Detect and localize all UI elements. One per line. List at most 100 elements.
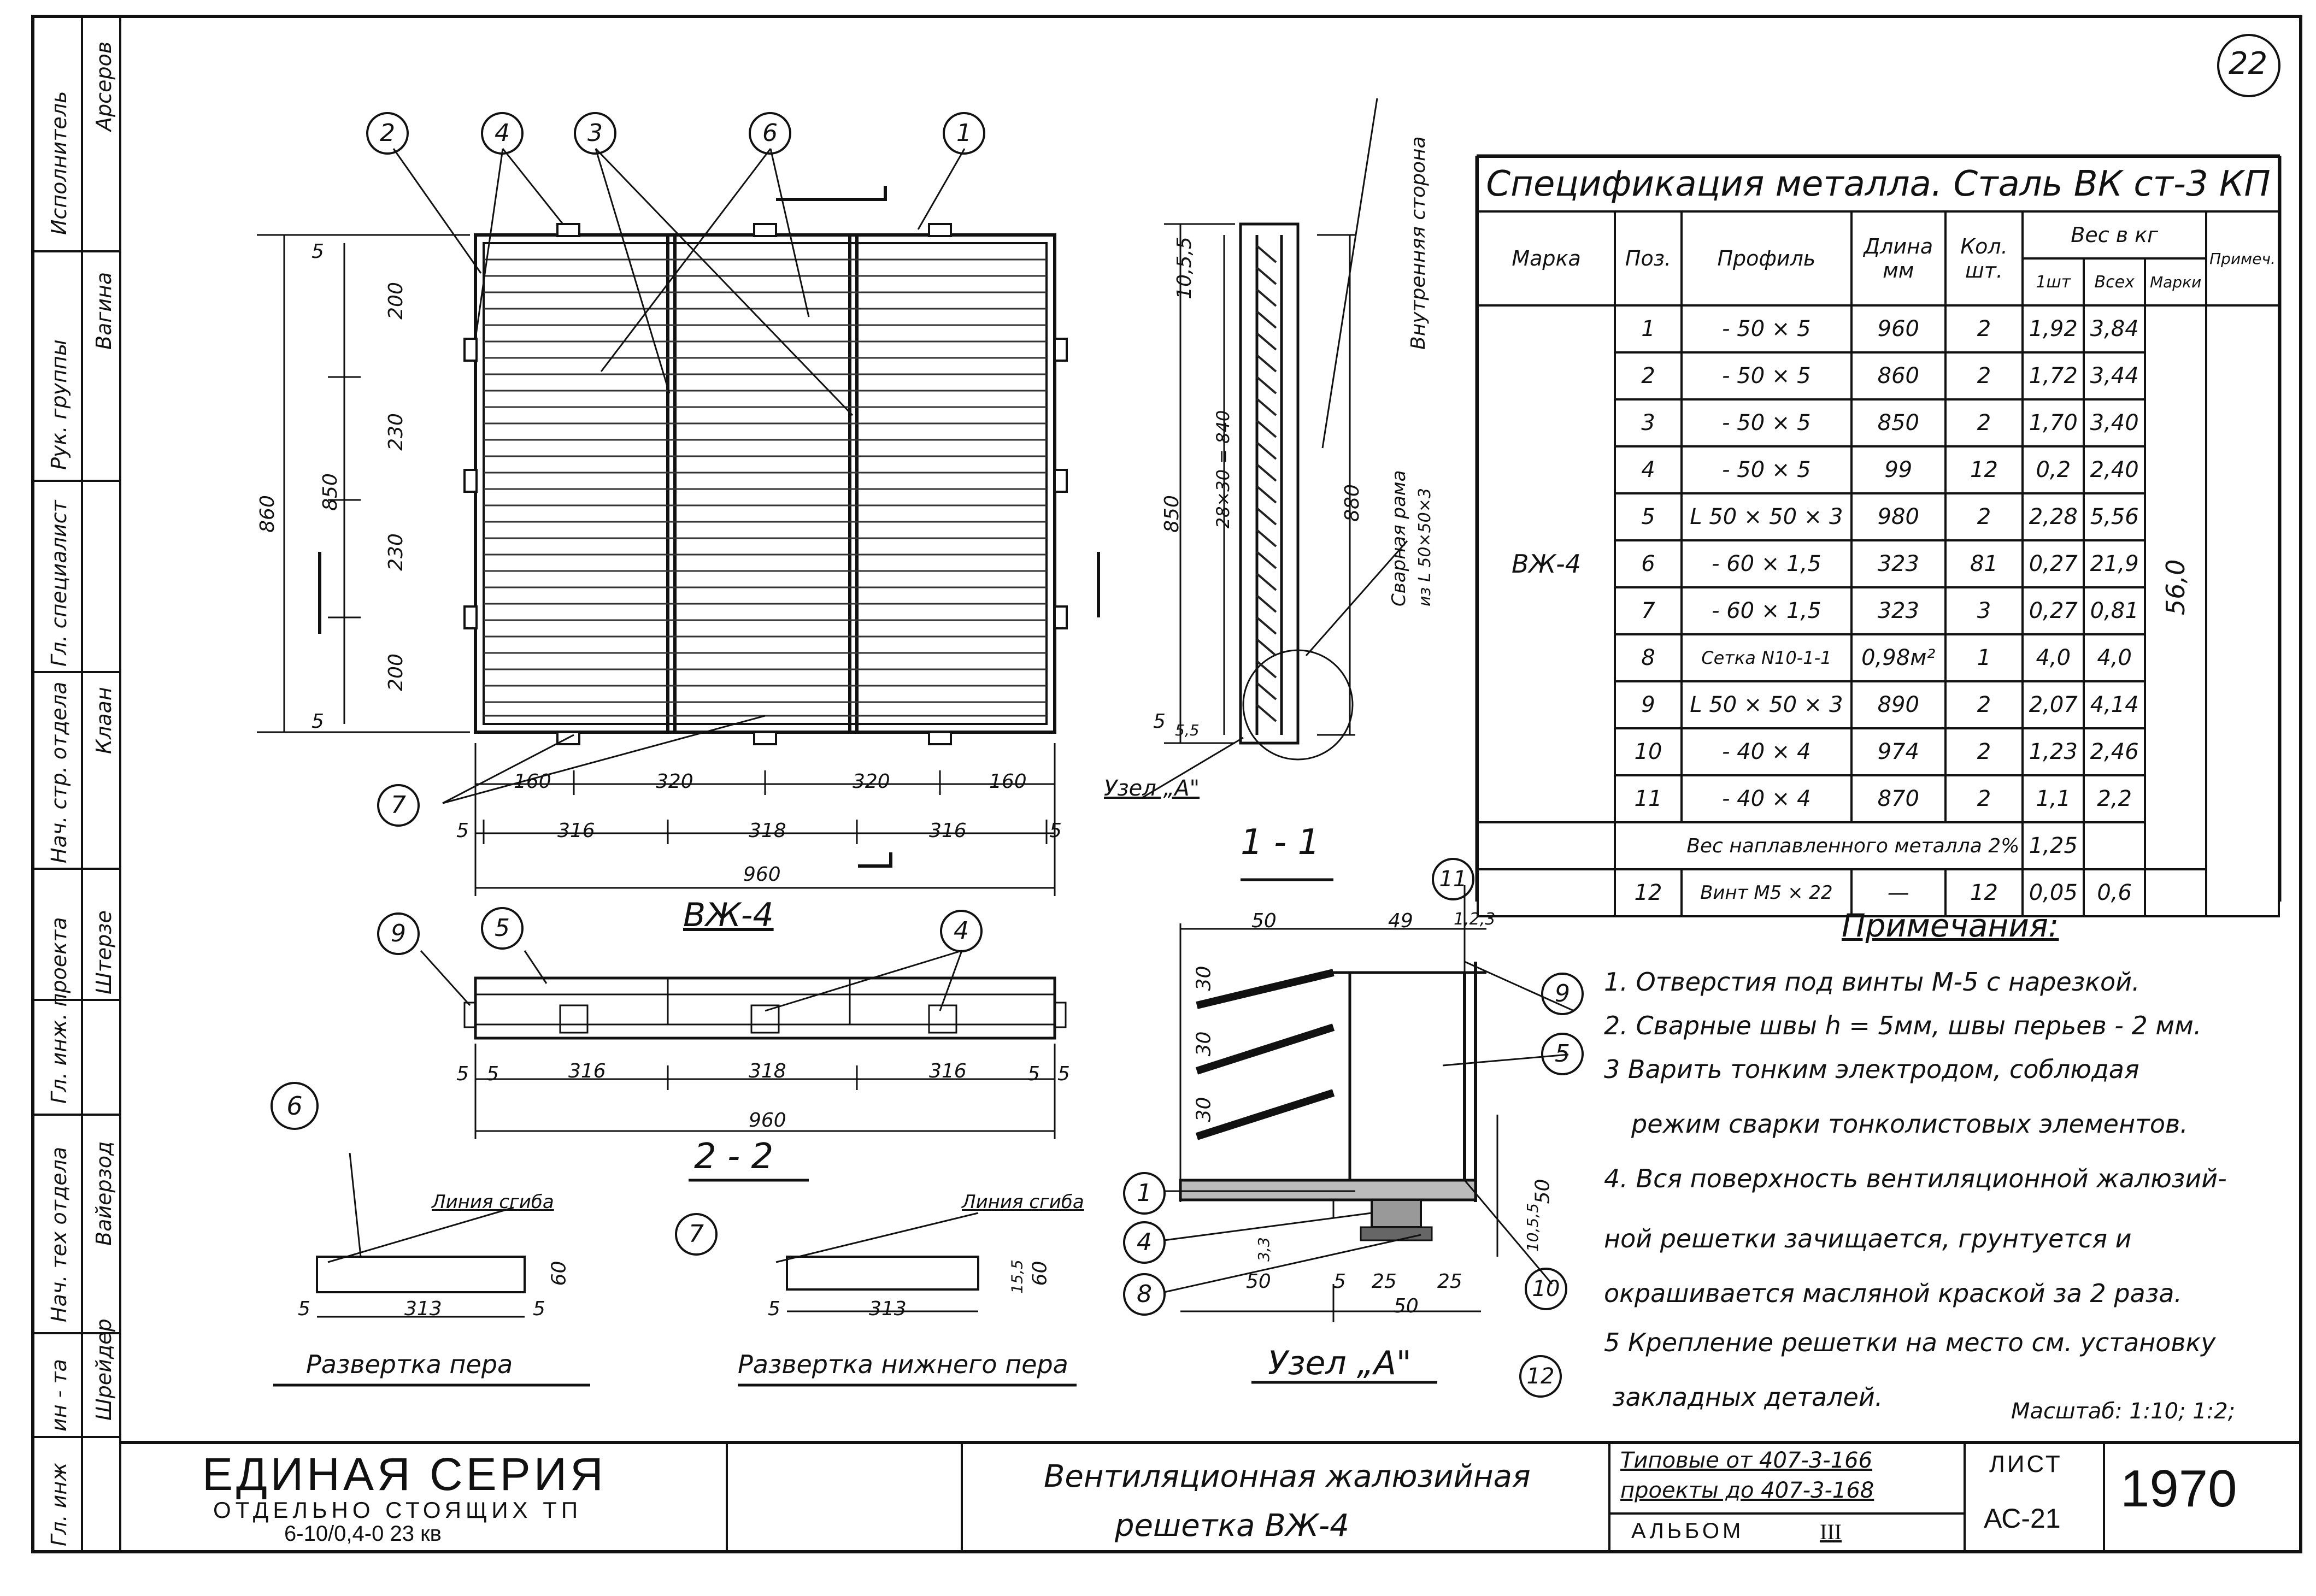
cell-qty: 2: [1944, 304, 2024, 354]
dim-320: 320: [656, 770, 693, 793]
cell-w1: 2,28: [2021, 492, 2085, 541]
bend-line-label: Линия сгиба: [962, 1191, 1084, 1213]
welded-frame-label: Сварная рама: [1388, 470, 1410, 606]
cell-pos: 4: [1614, 445, 1683, 494]
note-item: закладных деталей.: [1612, 1382, 1883, 1412]
note-item: 2. Сварные швы h = 5мм, швы перьев - 2 м…: [1604, 1011, 2202, 1040]
dim-160: 160: [514, 770, 551, 793]
dim-5: 5: [456, 1063, 469, 1085]
cell-length: 323: [1850, 586, 1947, 635]
cell-wall: 5,56: [2083, 492, 2147, 541]
cell-w1: 0,05: [2021, 868, 2085, 917]
notes-title: Примечания:: [1842, 907, 2059, 944]
strip-label-structural-head: Нач. стр. отдела: [47, 681, 71, 863]
note-item: ной решетки зачищается, грунтуется и: [1604, 1224, 2132, 1253]
cell-wall: 4,0: [2083, 633, 2147, 682]
callout-7: 7: [675, 1213, 718, 1256]
cell-w1: 0,27: [2021, 586, 2085, 635]
cell-profile: Винт М5 × 22: [1680, 868, 1853, 917]
drawing-name-line2: решетка ВЖ-4: [1115, 1508, 1349, 1544]
cell-qty: 2: [1944, 774, 2024, 823]
dim-850: 850: [319, 473, 342, 511]
dim-10-5: 10,5,5: [1173, 237, 1196, 299]
dim-5: 5: [768, 1298, 780, 1320]
cell-pos: 7: [1614, 586, 1683, 635]
table-row-weld: Вес наплавленного металла 2% 1,25: [1476, 821, 2279, 870]
table-row: 11 - 40 × 4 870 2 1,1 2,2: [1478, 774, 2279, 823]
cell-qty: 12: [1944, 445, 2024, 494]
note-item: 1. Отверстия под винты М-5 с нарезкой.: [1604, 967, 2140, 997]
dim-5: 5: [311, 240, 324, 263]
dim-318: 318: [749, 820, 786, 842]
drawing-name-line1: Вентиляционная жалюзийная: [1044, 1459, 1531, 1494]
dim-25: 25: [1372, 1270, 1397, 1293]
dim-5: 5: [1049, 820, 1062, 842]
dim-200: 200: [384, 282, 407, 320]
cell-w1: 1,72: [2021, 351, 2085, 401]
cell-length: 980: [1850, 492, 1947, 541]
dim-960: 960: [749, 1109, 786, 1132]
node-a-label: Узел „А": [1104, 776, 1200, 801]
spec-table: Спецификация металла. Сталь ВК ст-3 КП М…: [1476, 156, 2280, 917]
dim-28x30: 28×30 = 840: [1213, 410, 1234, 529]
cell-pos: 1: [1614, 304, 1683, 354]
table-row: 5 L 50 × 50 × 3 980 2 2,28 5,56: [1478, 492, 2279, 541]
dim-320: 320: [853, 770, 890, 793]
cell-profile: - 40 × 4: [1680, 727, 1853, 776]
dim-316: 316: [929, 1060, 967, 1082]
spec-header-wmark: Марки: [2144, 257, 2208, 307]
callout-7: 7: [377, 784, 420, 827]
note-item: 5 Крепление решетки на место см. установ…: [1604, 1328, 2216, 1357]
cell-qty: 2: [1944, 727, 2024, 776]
cell-pos: 2: [1614, 351, 1683, 401]
dim-30: 30: [1192, 965, 1215, 991]
dim-230: 230: [384, 533, 407, 571]
dim-5: 5: [1027, 1063, 1040, 1085]
cell-profile: - 50 × 5: [1680, 351, 1853, 401]
spec-mark-weight: 56,0: [2145, 305, 2207, 869]
strip-label-group-lead: Рук. группы: [47, 339, 71, 470]
cell-qty: 2: [1944, 398, 2024, 447]
year: 1970: [2120, 1459, 2237, 1518]
note-item: режим сварки тонколистовых элементов.: [1631, 1109, 2188, 1139]
dim-316: 316: [557, 820, 595, 842]
cell-length: 860: [1850, 351, 1947, 401]
cell-empty: [1476, 868, 1617, 917]
dim-60: 60: [548, 1261, 571, 1286]
strip-signature: Вайерзод: [92, 1141, 116, 1246]
cell-wall: 3,40: [2083, 398, 2147, 447]
callout-9: 9: [377, 912, 420, 955]
cell-weld-value: 1,25: [2021, 821, 2085, 870]
cell-length: 0,98м²: [1850, 633, 1947, 682]
callout-1: 1: [943, 112, 985, 155]
dim-50: 50: [1246, 1270, 1271, 1293]
dim-50: 50: [1251, 910, 1277, 932]
dim-5: 5: [1057, 1063, 1070, 1085]
album-label: АЛЬБОМ: [1631, 1519, 1744, 1543]
spec-header-w1: 1шт: [2021, 257, 2085, 307]
cell-profile: L 50 × 50 × 3: [1680, 680, 1853, 729]
dim-5: 5: [1153, 710, 1166, 733]
callout-4: 4: [481, 112, 524, 155]
spec-header-profile: Профиль: [1680, 210, 1853, 307]
series-subtitle: ОТДЕЛЬНО СТОЯЩИХ ТП: [213, 1497, 583, 1523]
dim-5: 5: [311, 710, 324, 733]
view-title-front: ВЖ-4: [683, 896, 774, 934]
album-number: III: [1820, 1520, 1842, 1544]
cell-profile: - 50 × 5: [1680, 304, 1853, 354]
dim-60: 60: [1028, 1261, 1051, 1286]
strip-signature: Арсеров: [92, 41, 116, 131]
note-item: окрашивается масляной краской за 2 раза.: [1604, 1279, 2182, 1308]
cell-empty: [2144, 868, 2208, 917]
cell-empty: [1476, 821, 1617, 870]
spec-header-length: Длина мм: [1850, 210, 1947, 307]
cell-length: 323: [1850, 539, 1947, 588]
cell-qty: 3: [1944, 586, 2024, 635]
callout-3: 3: [574, 112, 616, 155]
dim-5: 5: [298, 1298, 310, 1320]
dim-960: 960: [743, 863, 781, 886]
dim-316: 316: [568, 1060, 606, 1082]
callout-6: 6: [271, 1082, 319, 1130]
note-item: 3 Варить тонким электродом, соблюдая: [1604, 1055, 2139, 1084]
